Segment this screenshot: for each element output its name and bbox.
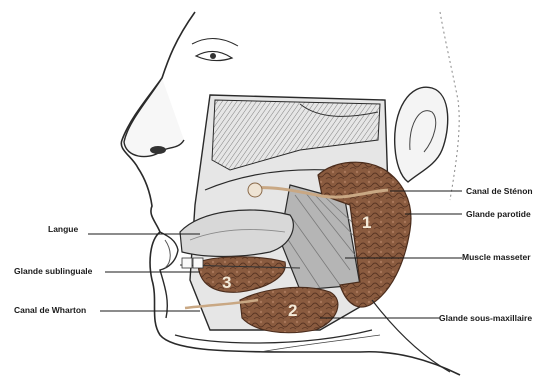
label-langue: Langue	[48, 224, 78, 234]
label-glande-parotide: Glande parotide	[466, 209, 531, 219]
ear	[395, 87, 448, 182]
label-glande-sublinguale: Glande sublinguale	[14, 266, 92, 276]
number-3: 3	[222, 273, 231, 292]
number-1: 1	[362, 213, 371, 232]
label-glande-sous-maxillaire: Glande sous-maxillaire	[439, 313, 532, 323]
number-2: 2	[288, 301, 297, 320]
label-canal-stenon: Canal de Sténon	[466, 186, 533, 196]
label-canal-wharton: Canal de Wharton	[14, 305, 86, 315]
label-muscle-masseter: Muscle masseter	[462, 252, 531, 262]
lips	[160, 232, 178, 318]
